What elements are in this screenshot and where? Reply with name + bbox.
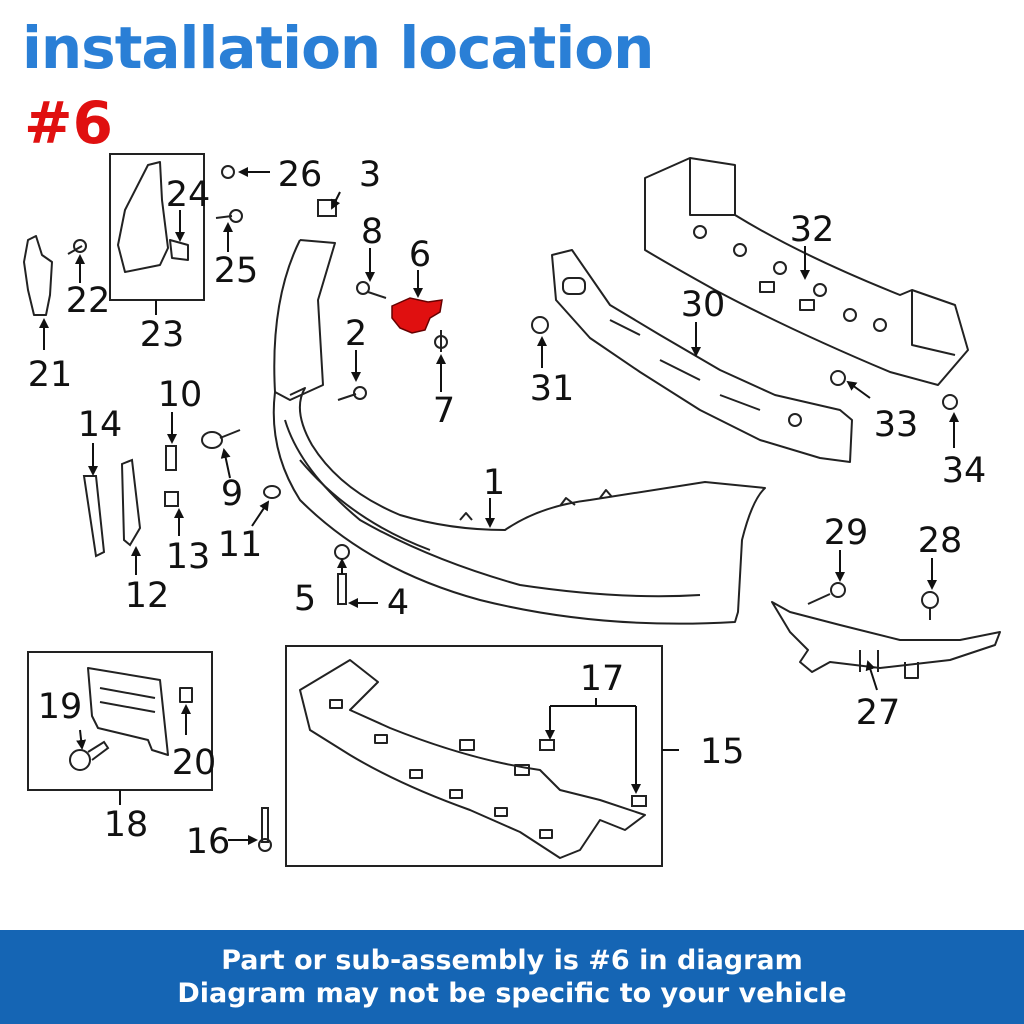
part-27-lower-reinforcement	[771, 601, 1001, 679]
callout-17: 17	[580, 659, 625, 699]
callout-24: 24	[166, 175, 211, 215]
part-1-bumper-cover	[272, 239, 766, 625]
callout-13: 13	[166, 537, 211, 577]
footer-banner: Part or sub-assembly is #6 in diagram Di…	[0, 930, 1024, 1024]
part-18-license-bracket	[87, 667, 193, 756]
part-6-highlighted	[391, 297, 443, 334]
page-title: installation location	[22, 14, 654, 82]
callout-numbers: 1 2 3 4 5 6 7 8 9 10 11 12 13 14 15 16 1…	[28, 155, 987, 862]
callout-18: 18	[104, 805, 149, 845]
callout-34: 34	[942, 451, 987, 491]
callout-31: 31	[530, 369, 575, 409]
callout-21: 21	[28, 355, 73, 395]
part-30-energy-absorber	[551, 249, 853, 463]
footer-line-1: Part or sub-assembly is #6 in diagram	[221, 945, 803, 976]
part-32-reinforcement-beam	[644, 157, 969, 386]
callout-8: 8	[361, 212, 383, 252]
callout-15: 15	[700, 732, 745, 772]
callout-2: 2	[345, 314, 367, 354]
callout-33: 33	[874, 405, 919, 445]
callout-28: 28	[918, 521, 963, 561]
part-19-screw	[69, 740, 110, 771]
callout-26: 26	[278, 155, 323, 195]
callout-23: 23	[140, 315, 185, 355]
callout-32: 32	[790, 210, 835, 250]
callout-6: 6	[409, 235, 431, 275]
callout-5: 5	[294, 579, 316, 619]
footer-line-2: Diagram may not be specific to your vehi…	[177, 978, 847, 1009]
part-23-side-bracket	[117, 161, 189, 273]
part-21-side-bracket	[23, 235, 53, 316]
callout-9: 9	[221, 474, 243, 514]
callout-20: 20	[172, 743, 217, 783]
callout-27: 27	[856, 693, 901, 733]
callout-16: 16	[186, 822, 231, 862]
sub-assembly-box-15	[285, 645, 663, 867]
callout-1: 1	[483, 463, 505, 503]
callout-29: 29	[824, 513, 869, 553]
callout-7: 7	[433, 391, 455, 431]
callout-22: 22	[66, 281, 111, 321]
part-15-undercover	[299, 659, 646, 859]
highlight-part-label: #6	[24, 89, 113, 157]
fasteners	[67, 165, 958, 852]
callout-12: 12	[125, 576, 170, 616]
callout-4: 4	[387, 583, 409, 623]
callout-30: 30	[681, 285, 726, 325]
callout-25: 25	[214, 251, 259, 291]
callout-10: 10	[158, 375, 203, 415]
callout-3: 3	[359, 155, 381, 195]
leader-lines	[39, 167, 959, 845]
parts-diagram: 1 2 3 4 5 6 7 8 9 10 11 12 13 14 15 16 1…	[23, 153, 1001, 867]
callout-14: 14	[78, 405, 123, 445]
callout-19: 19	[38, 687, 83, 727]
callout-11: 11	[218, 525, 263, 565]
